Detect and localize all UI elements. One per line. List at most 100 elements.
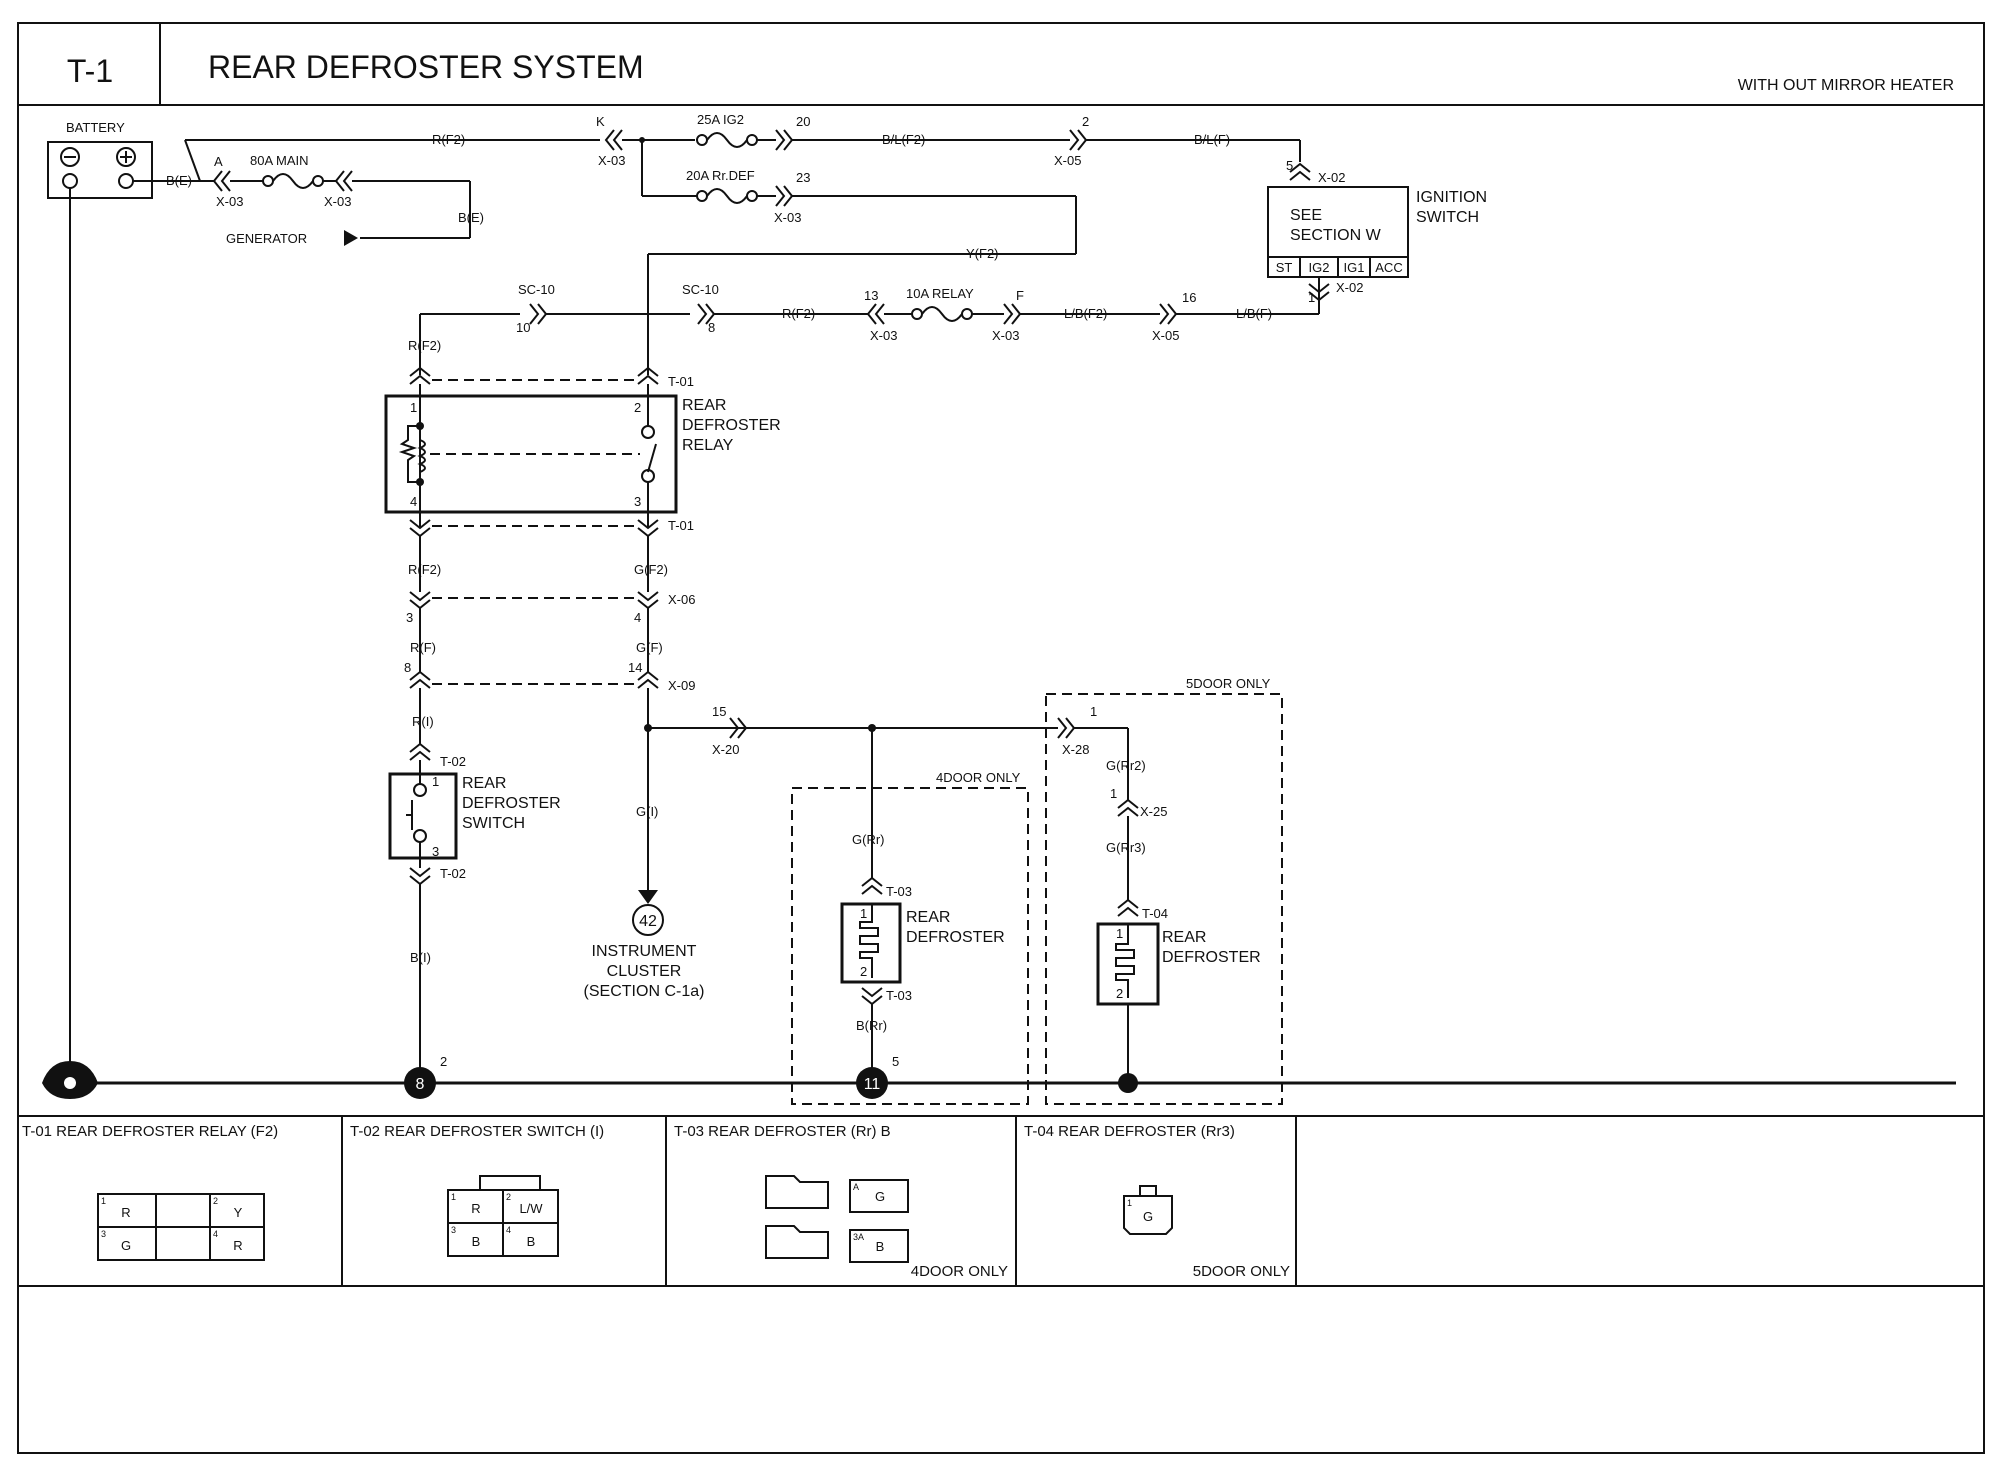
connector-symbol <box>861 987 883 1006</box>
terminal-cell <box>849 1229 909 1263</box>
connector-label: T-03 <box>886 884 912 899</box>
switch-label: REAR <box>462 775 506 792</box>
pin-label: 3 <box>406 610 413 625</box>
connector-symbol <box>334 170 353 192</box>
variant-note: WITH OUT MIRROR HEATER <box>1738 77 1954 94</box>
cavity-wire-color: G <box>121 1238 131 1253</box>
relay-label: DEFROSTER <box>682 417 781 434</box>
pin-label: 2 <box>634 400 641 415</box>
pin-label: 1 <box>410 400 417 415</box>
connector-symbol <box>1069 129 1088 151</box>
connector-label: T-03 <box>886 988 912 1003</box>
connector-label: X-03 <box>598 153 625 168</box>
fuse-ig2-label: 25A IG2 <box>697 112 744 127</box>
resistor-icon <box>398 425 420 483</box>
fuse-terminal <box>262 175 274 187</box>
relay-label: REAR <box>682 397 726 414</box>
connector-view-note: 5DOOR ONLY <box>1193 1263 1290 1280</box>
rear-defroster-label: DEFROSTER <box>906 929 1005 946</box>
fuse-icon <box>706 132 748 148</box>
connector-label: X-06 <box>668 592 695 607</box>
switch-label: SWITCH <box>462 815 525 832</box>
pin-label: 2 <box>1116 986 1123 1001</box>
connector-symbol <box>529 303 548 325</box>
ignition-switch-label: SWITCH <box>1416 209 1479 226</box>
battery-symbol <box>47 141 153 199</box>
wire-label: L/B(F) <box>1236 306 1272 321</box>
fuse-terminal <box>696 190 708 202</box>
connector-label: SC-10 <box>682 282 719 297</box>
ground-point-number: 11 <box>864 1076 881 1093</box>
connector-label: X-20 <box>712 742 739 757</box>
generator-arrow-icon <box>344 230 358 246</box>
cavity-wire-color: G <box>875 1189 885 1204</box>
wire <box>184 139 201 182</box>
cavity-wire-color: B <box>876 1239 885 1254</box>
wire-label: R(F) <box>410 640 436 655</box>
instrument-cluster-label: CLUSTER <box>607 963 682 980</box>
connector-symbol <box>409 366 431 385</box>
connector-symbol <box>409 670 431 689</box>
cavity-number: 3A <box>853 1232 864 1242</box>
ground-point-11 <box>856 1067 888 1099</box>
relay-label: RELAY <box>682 437 734 454</box>
ground-splice <box>1118 1073 1138 1093</box>
connector-latch <box>1139 1185 1157 1197</box>
page-code: T-1 <box>67 53 113 89</box>
fuse-terminal <box>696 134 708 146</box>
pin-label: 2 <box>860 964 867 979</box>
switch-contact <box>413 783 427 797</box>
wire-label: B/L(F2) <box>882 132 925 147</box>
instrument-cluster-ref <box>632 904 664 936</box>
wire-label: Y(F2) <box>966 246 999 261</box>
connector-symbol <box>1003 303 1022 325</box>
connector-view-title: T-01 REAR DEFROSTER RELAY (F2) <box>22 1123 278 1140</box>
cavity-number: 4 <box>213 1229 218 1239</box>
wire-label: G(Rr2) <box>1106 758 1146 773</box>
cavity-number: 1 <box>101 1196 106 1206</box>
connector-label: X-02 <box>1336 280 1363 295</box>
wire-label: G(F) <box>636 640 663 655</box>
fuse-terminal <box>312 175 324 187</box>
rear-defroster-switch-box <box>388 772 458 860</box>
cavity-wire-color: G <box>1143 1209 1153 1224</box>
cavity-number: 1 <box>1127 1198 1132 1208</box>
wire-label: R(F2) <box>408 338 441 353</box>
wire-label: R(F2) <box>408 562 441 577</box>
wire-label: G(Rr) <box>852 832 885 847</box>
connector-symbol <box>729 717 748 739</box>
wire-label: B(E) <box>166 173 192 188</box>
fuse-terminal <box>911 308 923 320</box>
connector-label: X-05 <box>1054 153 1081 168</box>
wire-label: R(F2) <box>782 306 815 321</box>
generator-label: GENERATOR <box>226 231 307 246</box>
page-title: REAR DEFROSTER SYSTEM <box>208 49 644 85</box>
switch-icon <box>406 800 413 830</box>
connector-symbol <box>861 876 883 895</box>
pin-label: 1 <box>860 906 867 921</box>
wire-label: B(Rr) <box>856 1018 887 1033</box>
battery-terminal-neg <box>62 173 78 189</box>
pin-label: 16 <box>1182 290 1196 305</box>
wire-label: B(I) <box>410 950 431 965</box>
pin-label: 10 <box>516 320 530 335</box>
pin-label: 8 <box>708 320 715 335</box>
fuse-icon <box>706 188 748 204</box>
cavity-wire-color: B <box>472 1234 481 1249</box>
connector-label: T-01 <box>668 374 694 389</box>
fuse-rrdef-label: 20A Rr.DEF <box>686 168 755 183</box>
connector-face <box>1123 1195 1173 1235</box>
pin-label: A <box>214 154 223 169</box>
connector-symbol <box>1117 798 1139 817</box>
pin-label: 8 <box>404 660 411 675</box>
pin-label: 3 <box>634 494 641 509</box>
cavity-number: 4 <box>506 1225 511 1235</box>
pin-label: 13 <box>864 288 878 303</box>
pin-label: 2 <box>440 1054 447 1069</box>
connector-label: X-03 <box>774 210 801 225</box>
connector-symbol <box>604 129 623 151</box>
pin-label: 1 <box>1090 704 1097 719</box>
pin-label: 15 <box>712 704 726 719</box>
relay-contact <box>641 425 655 439</box>
